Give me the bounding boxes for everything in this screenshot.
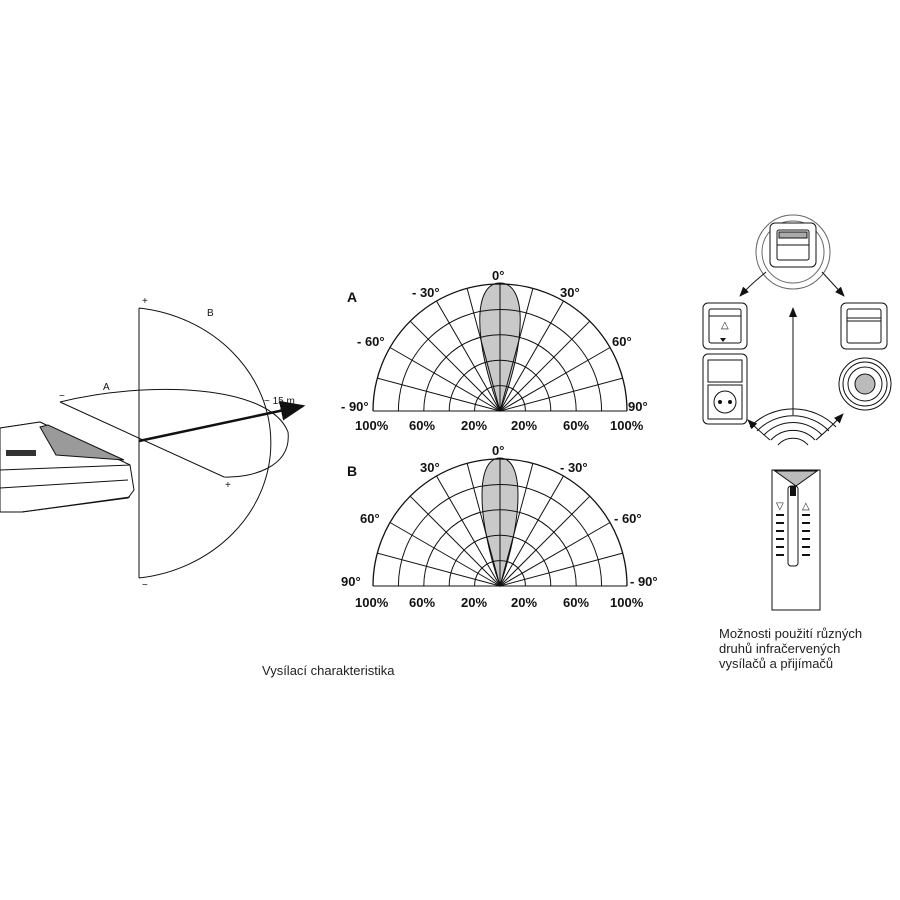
socket-icon — [713, 390, 737, 414]
remote-buttons-left — [776, 514, 784, 556]
polar-a-left30-label: - 30° — [412, 285, 440, 300]
polar-b-spoke — [466, 463, 501, 587]
remote-down-label: ▽ — [776, 501, 784, 512]
polar-a-r1-label: 100% — [355, 418, 389, 433]
minus-bottom-label: − — [142, 580, 148, 591]
polar-a-spoke — [499, 288, 534, 412]
polar-b-spoke — [389, 522, 501, 587]
beam-arrow — [138, 400, 306, 443]
devices-diagram: △ ▽ △ — [702, 214, 892, 611]
left-switch-mark: △ — [721, 320, 729, 331]
ir-wave-3 — [763, 422, 823, 436]
options-caption-line-3: vysílačů a přijímačů — [719, 656, 834, 671]
polar-b-r2-label: 60% — [409, 595, 435, 610]
polar-b-spoke — [499, 475, 564, 587]
polar-b-spoke — [436, 475, 501, 587]
plane-b-label: B — [207, 308, 214, 319]
remote-ir-window — [773, 470, 819, 487]
options-caption-line-2: druhů infračervených — [719, 641, 841, 656]
top-receiver-halo-outer — [755, 214, 831, 290]
polar-plot-a — [372, 282, 628, 413]
remote-buttons-right — [802, 514, 810, 556]
arrow-to-round — [815, 413, 844, 441]
left-socket-frame — [702, 353, 748, 425]
polar-a-spoke — [499, 320, 591, 412]
ir-wave-5 — [749, 408, 837, 428]
right-round-receiver — [838, 357, 892, 411]
plus-bottom-label: + — [225, 480, 231, 491]
arrow-top-left — [739, 271, 767, 297]
polar-b-left90-label: 90° — [341, 574, 361, 589]
plane-b-halfdisc — [138, 307, 272, 579]
polar-a-r6-label: 100% — [610, 418, 644, 433]
right-switch-frame — [840, 302, 888, 350]
range-label: ~ 15 m — [264, 396, 295, 407]
transmitter-window — [39, 424, 125, 461]
top-receiver-halo-inner — [761, 220, 825, 284]
polar-a-id-label: A — [347, 289, 357, 305]
emission-caption: Vysílací charakteristika — [262, 663, 395, 678]
polar-a-r4-label: 20% — [511, 418, 537, 433]
polar-a-left90-label: - 90° — [341, 399, 369, 414]
polar-b-spoke — [409, 495, 501, 587]
polar-a-right30-label: 30° — [560, 285, 580, 300]
polar-a-right90-label: 90° — [628, 399, 648, 414]
polar-a-spoke — [466, 288, 501, 412]
ir-wave-1 — [777, 437, 809, 446]
polar-b-r3-label: 20% — [461, 595, 487, 610]
polar-b-left30-label: 30° — [420, 460, 440, 475]
polar-a-spoke — [499, 300, 564, 412]
polar-b-left60-label: 60° — [360, 511, 380, 526]
polar-b-spoke — [499, 463, 534, 587]
polar-a-spoke — [499, 377, 623, 412]
plus-top-label: + — [142, 296, 148, 307]
polar-b-r1-label: 100% — [355, 595, 389, 610]
polar-a-r3-label: 20% — [461, 418, 487, 433]
polar-b-id-label: B — [347, 463, 357, 479]
polar-b-spoke — [499, 495, 591, 587]
polar-a-right60-label: 60° — [612, 334, 632, 349]
polar-a-spoke — [389, 347, 501, 412]
polar-a-spoke — [499, 347, 611, 412]
beam-diagram: + B A − + − ~ 15 m — [0, 296, 306, 591]
minus-left-label: − — [59, 391, 65, 402]
polar-b-right60-label: - 60° — [614, 511, 642, 526]
plane-a-halfdisc — [59, 388, 289, 478]
polar-a-r5-label: 60% — [563, 418, 589, 433]
polar-a-r2-label: 60% — [409, 418, 435, 433]
polar-a-spoke — [377, 377, 501, 412]
polar-b-right30-label: - 30° — [560, 460, 588, 475]
polar-b-r6-label: 100% — [610, 595, 644, 610]
polar-a-spoke — [436, 300, 501, 412]
options-caption: Možnosti použití různých druhů infračerv… — [719, 626, 862, 671]
polar-b-spoke — [377, 552, 501, 587]
options-caption-line-1: Možnosti použití různých — [719, 626, 863, 641]
polar-b-spoke — [499, 522, 611, 587]
remote-up-label: △ — [802, 501, 810, 512]
polar-plot-b — [372, 457, 628, 588]
polar-a-0-label: 0° — [492, 268, 504, 283]
left-switch-frame — [702, 302, 748, 350]
plane-a-label: A — [103, 382, 110, 393]
arrow-top-right — [821, 271, 845, 297]
polar-b-r4-label: 20% — [511, 595, 537, 610]
polar-b-right90-label: - 90° — [630, 574, 658, 589]
ir-wave-2 — [770, 429, 816, 441]
polar-b-r5-label: 60% — [563, 595, 589, 610]
polar-a-left60-label: - 60° — [357, 334, 385, 349]
polar-b-spoke — [499, 552, 623, 587]
ir-wave-4 — [756, 415, 830, 432]
transmitter-led — [6, 450, 36, 456]
polar-a-spoke — [409, 320, 501, 412]
polar-b-0-label: 0° — [492, 443, 504, 458]
